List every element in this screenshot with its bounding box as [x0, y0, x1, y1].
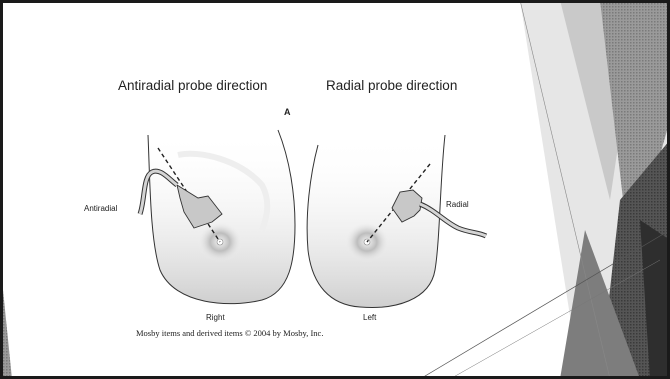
left-breast	[307, 135, 486, 308]
label-antiradial: Antiradial	[84, 204, 117, 213]
label-right: Right	[206, 313, 225, 322]
figure-credit: Mosby items and derived items © 2004 by …	[136, 328, 323, 338]
label-radial: Radial	[446, 200, 469, 209]
label-left: Left	[363, 313, 376, 322]
right-breast	[140, 130, 295, 304]
